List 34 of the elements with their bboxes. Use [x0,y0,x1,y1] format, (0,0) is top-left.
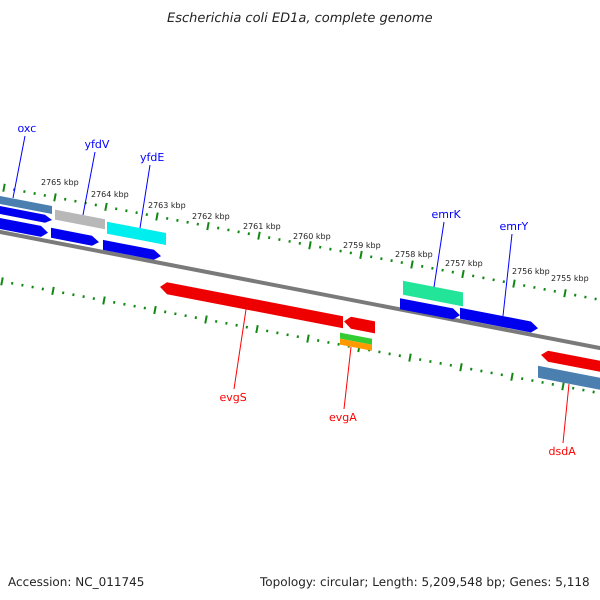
leader-line [344,346,352,410]
gene-feature [340,338,372,351]
gene-label: emrK [432,208,461,220]
scale-label: 2762 kbp [192,213,230,221]
gene-label: evgS [220,392,247,402]
scale-label: 2764 kbp [91,191,129,199]
leader-line [12,136,26,198]
scale-label: 2757 kbp [445,260,483,268]
footer-text: Accession: NC_011745 [8,576,144,588]
leader-line [82,152,96,216]
gene-label: dsdA [548,446,576,456]
gene-feature [160,282,343,328]
gene-feature [538,366,600,390]
gene-feature [0,196,52,214]
scale-label: 2756 kbp [512,268,550,276]
leader-line [234,309,246,390]
scale-label: 2760 kbp [293,233,331,241]
gene-label: emrY [500,220,528,232]
leader-line [562,384,570,444]
gene-feature [460,308,538,332]
gene-feature [55,210,105,230]
scale-label: 2759 kbp [343,242,381,250]
footer-text: Topology: circular; Length: 5,209,548 bp; Genes: 5,118 [260,576,590,588]
gene-feature [107,222,166,245]
gene-label: oxc [18,122,36,134]
gene-feature [403,280,463,306]
gene-label: yfdE [140,152,164,162]
leader-line [502,234,512,316]
title: Escherichia coli ED1a, complete genome [167,12,433,24]
gene-label: evgA [329,412,357,422]
scale-label: 2761 kbp [243,223,281,231]
leader-line [434,222,444,288]
gene-label: yfdV [84,138,110,150]
leader-line [140,164,150,228]
